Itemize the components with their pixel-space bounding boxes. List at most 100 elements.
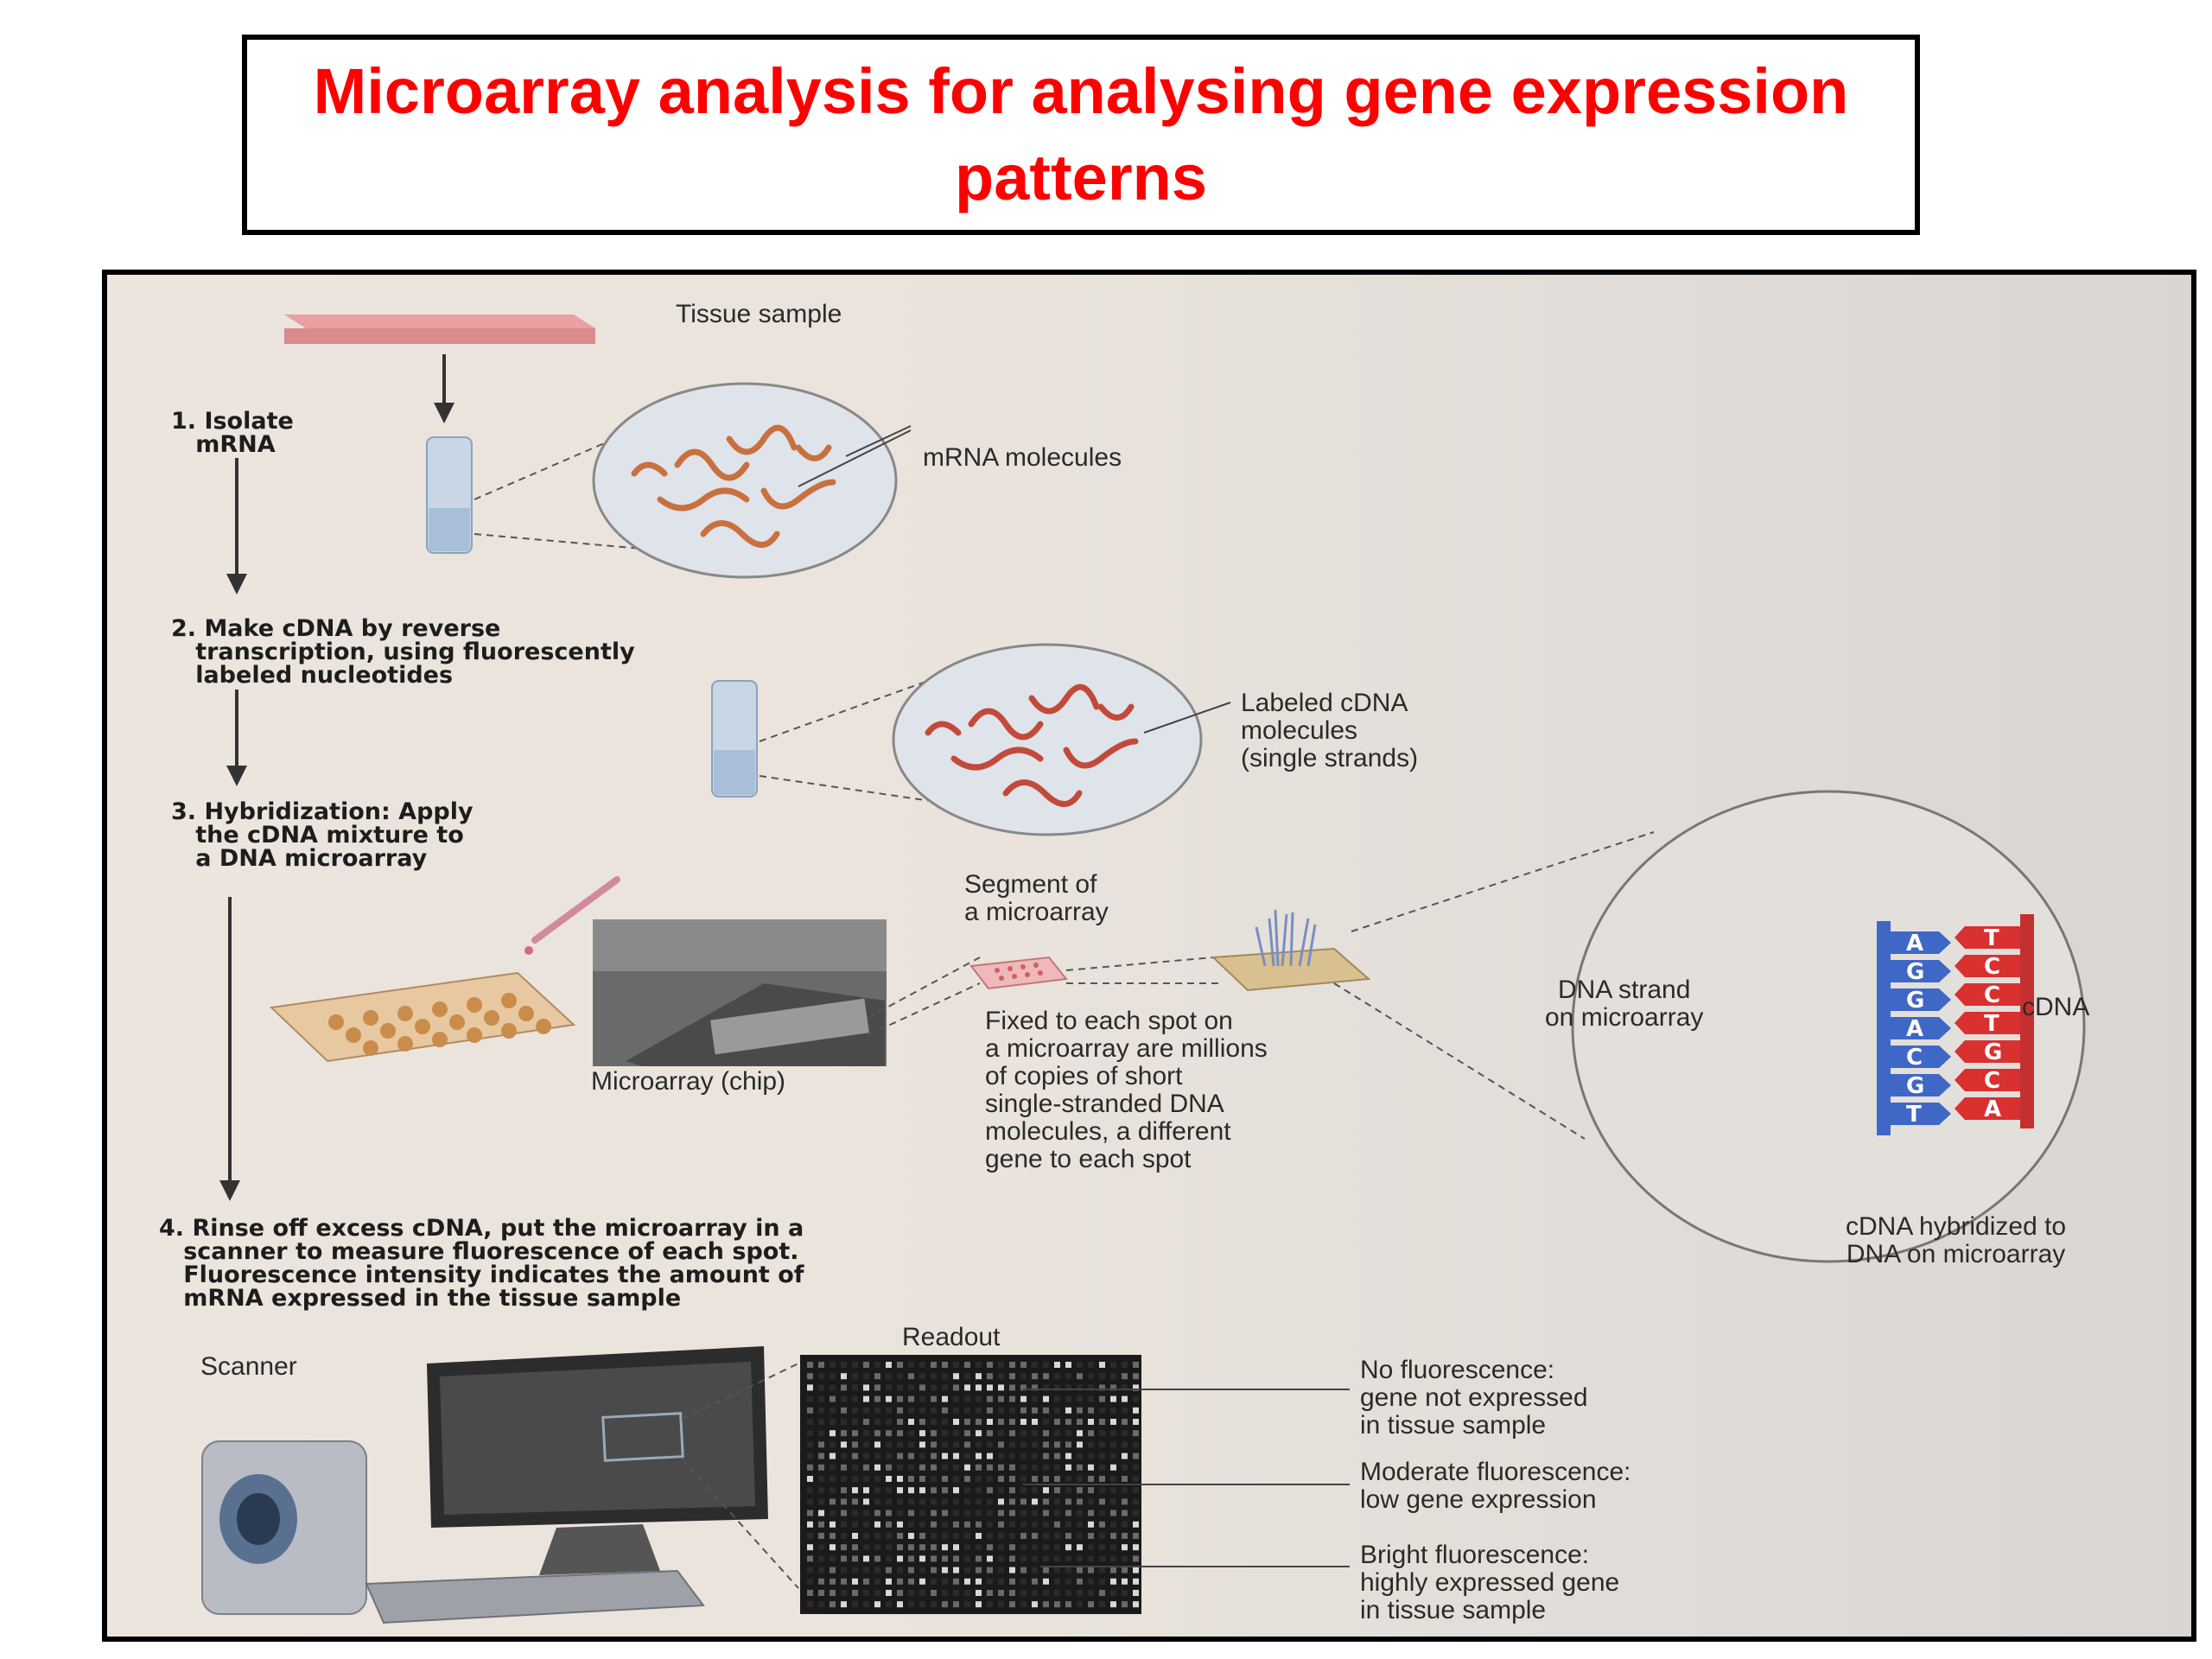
readout-spot — [830, 1498, 836, 1505]
readout-spot — [931, 1476, 937, 1482]
readout-spot — [931, 1441, 937, 1448]
label-tissue-sample: Tissue sample — [676, 300, 842, 328]
readout-spot — [1009, 1533, 1015, 1539]
readout-spot — [852, 1452, 858, 1459]
readout-spot — [919, 1533, 925, 1539]
spot-closeup — [1211, 909, 1371, 992]
readout-spot — [987, 1419, 993, 1425]
readout-spot — [807, 1533, 813, 1539]
readout-spot — [987, 1590, 993, 1596]
readout-spot — [1043, 1544, 1049, 1551]
readout-spot — [908, 1510, 914, 1516]
readout-spot — [897, 1395, 903, 1402]
cdna-base-letter-6: A — [1984, 1096, 2001, 1122]
readout-spot — [1110, 1601, 1116, 1608]
readout-spot — [830, 1464, 836, 1471]
readout-spot — [998, 1487, 1004, 1494]
readout-spot — [1088, 1498, 1094, 1505]
readout-spot — [863, 1373, 869, 1380]
label-step-2: 2. Make cDNA by reverse transcription, u… — [171, 615, 635, 689]
readout-spot — [908, 1601, 914, 1608]
readout-spot — [1020, 1555, 1027, 1562]
readout-spot — [841, 1476, 847, 1482]
readout-spot — [1054, 1395, 1060, 1402]
readout-spot — [1032, 1430, 1038, 1437]
readout-spot — [1065, 1464, 1071, 1471]
readout-spot — [897, 1590, 903, 1596]
readout-spot — [1020, 1452, 1027, 1459]
readout-spot — [1133, 1567, 1139, 1573]
readout-spot — [908, 1419, 914, 1425]
readout-spot — [830, 1430, 836, 1437]
readout-spot — [1032, 1384, 1038, 1391]
readout-spot — [998, 1476, 1004, 1482]
readout-spot — [1077, 1441, 1083, 1448]
readout-spot — [919, 1601, 925, 1608]
labeled-cdna-circle — [892, 643, 1203, 836]
readout-spot — [976, 1441, 982, 1448]
readout-spot — [1043, 1476, 1049, 1482]
readout-spot — [964, 1601, 970, 1608]
readout-spot — [1065, 1544, 1071, 1551]
label-readout: Readout — [902, 1323, 1001, 1351]
readout-spot — [886, 1373, 892, 1380]
readout-spot — [964, 1476, 970, 1482]
scanner-illustration — [201, 1440, 367, 1615]
readout-spot — [1009, 1441, 1015, 1448]
readout-spot — [886, 1601, 892, 1608]
readout-spot — [841, 1590, 847, 1596]
readout-spot — [1122, 1555, 1128, 1562]
readout-spot — [1020, 1567, 1027, 1573]
readout-spot — [953, 1521, 959, 1528]
readout-spot — [841, 1521, 847, 1528]
readout-spot — [1133, 1498, 1139, 1505]
readout-spot — [886, 1510, 892, 1516]
readout-spot — [1133, 1476, 1139, 1482]
label-no-fluorescence: No fluorescence: gene not expressed in t… — [1360, 1356, 1588, 1440]
readout-spot — [1032, 1578, 1038, 1585]
readout-spot — [987, 1578, 993, 1585]
readout-spot — [886, 1555, 892, 1562]
readout-spot — [897, 1419, 903, 1425]
test-tube-cdna — [711, 680, 758, 798]
readout-spot — [964, 1407, 970, 1414]
readout-spot — [1110, 1476, 1116, 1482]
readout-spot — [919, 1441, 925, 1448]
readout-spot — [874, 1476, 880, 1482]
readout-spot — [1088, 1362, 1094, 1368]
readout-spot — [897, 1510, 903, 1516]
readout-spot — [818, 1510, 824, 1516]
readout-spot — [1009, 1578, 1015, 1585]
readout-spot — [1088, 1419, 1094, 1425]
readout-spot — [841, 1533, 847, 1539]
readout-spot — [976, 1362, 982, 1368]
readout-spot — [942, 1601, 948, 1608]
readout-spot — [1043, 1578, 1049, 1585]
readout-spot — [953, 1533, 959, 1539]
readout-spot — [1077, 1487, 1083, 1494]
monitor-illustration — [365, 1346, 768, 1624]
readout-spot — [852, 1498, 858, 1505]
readout-spot — [852, 1441, 858, 1448]
readout-spot — [1032, 1510, 1038, 1516]
readout-spot — [897, 1384, 903, 1391]
readout-spot — [830, 1452, 836, 1459]
readout-spot — [931, 1601, 937, 1608]
readout-spot — [964, 1578, 970, 1585]
label-microarray-chip: Microarray (chip) — [591, 1067, 786, 1096]
readout-spot — [1088, 1476, 1094, 1482]
readout-spot — [987, 1498, 993, 1505]
readout-spot — [908, 1395, 914, 1402]
readout-spot — [874, 1430, 880, 1437]
readout-spot — [1065, 1384, 1071, 1391]
dna-base-2 — [1891, 988, 1951, 1011]
cdna-base-2 — [1955, 983, 2020, 1006]
readout-spot — [1110, 1521, 1116, 1528]
page-title: Microarray analysis for analysing gene e… — [313, 55, 1849, 213]
readout-spot — [1088, 1430, 1094, 1437]
readout-spot — [1065, 1487, 1071, 1494]
readout-spot — [1077, 1430, 1083, 1437]
readout-spot — [931, 1395, 937, 1402]
